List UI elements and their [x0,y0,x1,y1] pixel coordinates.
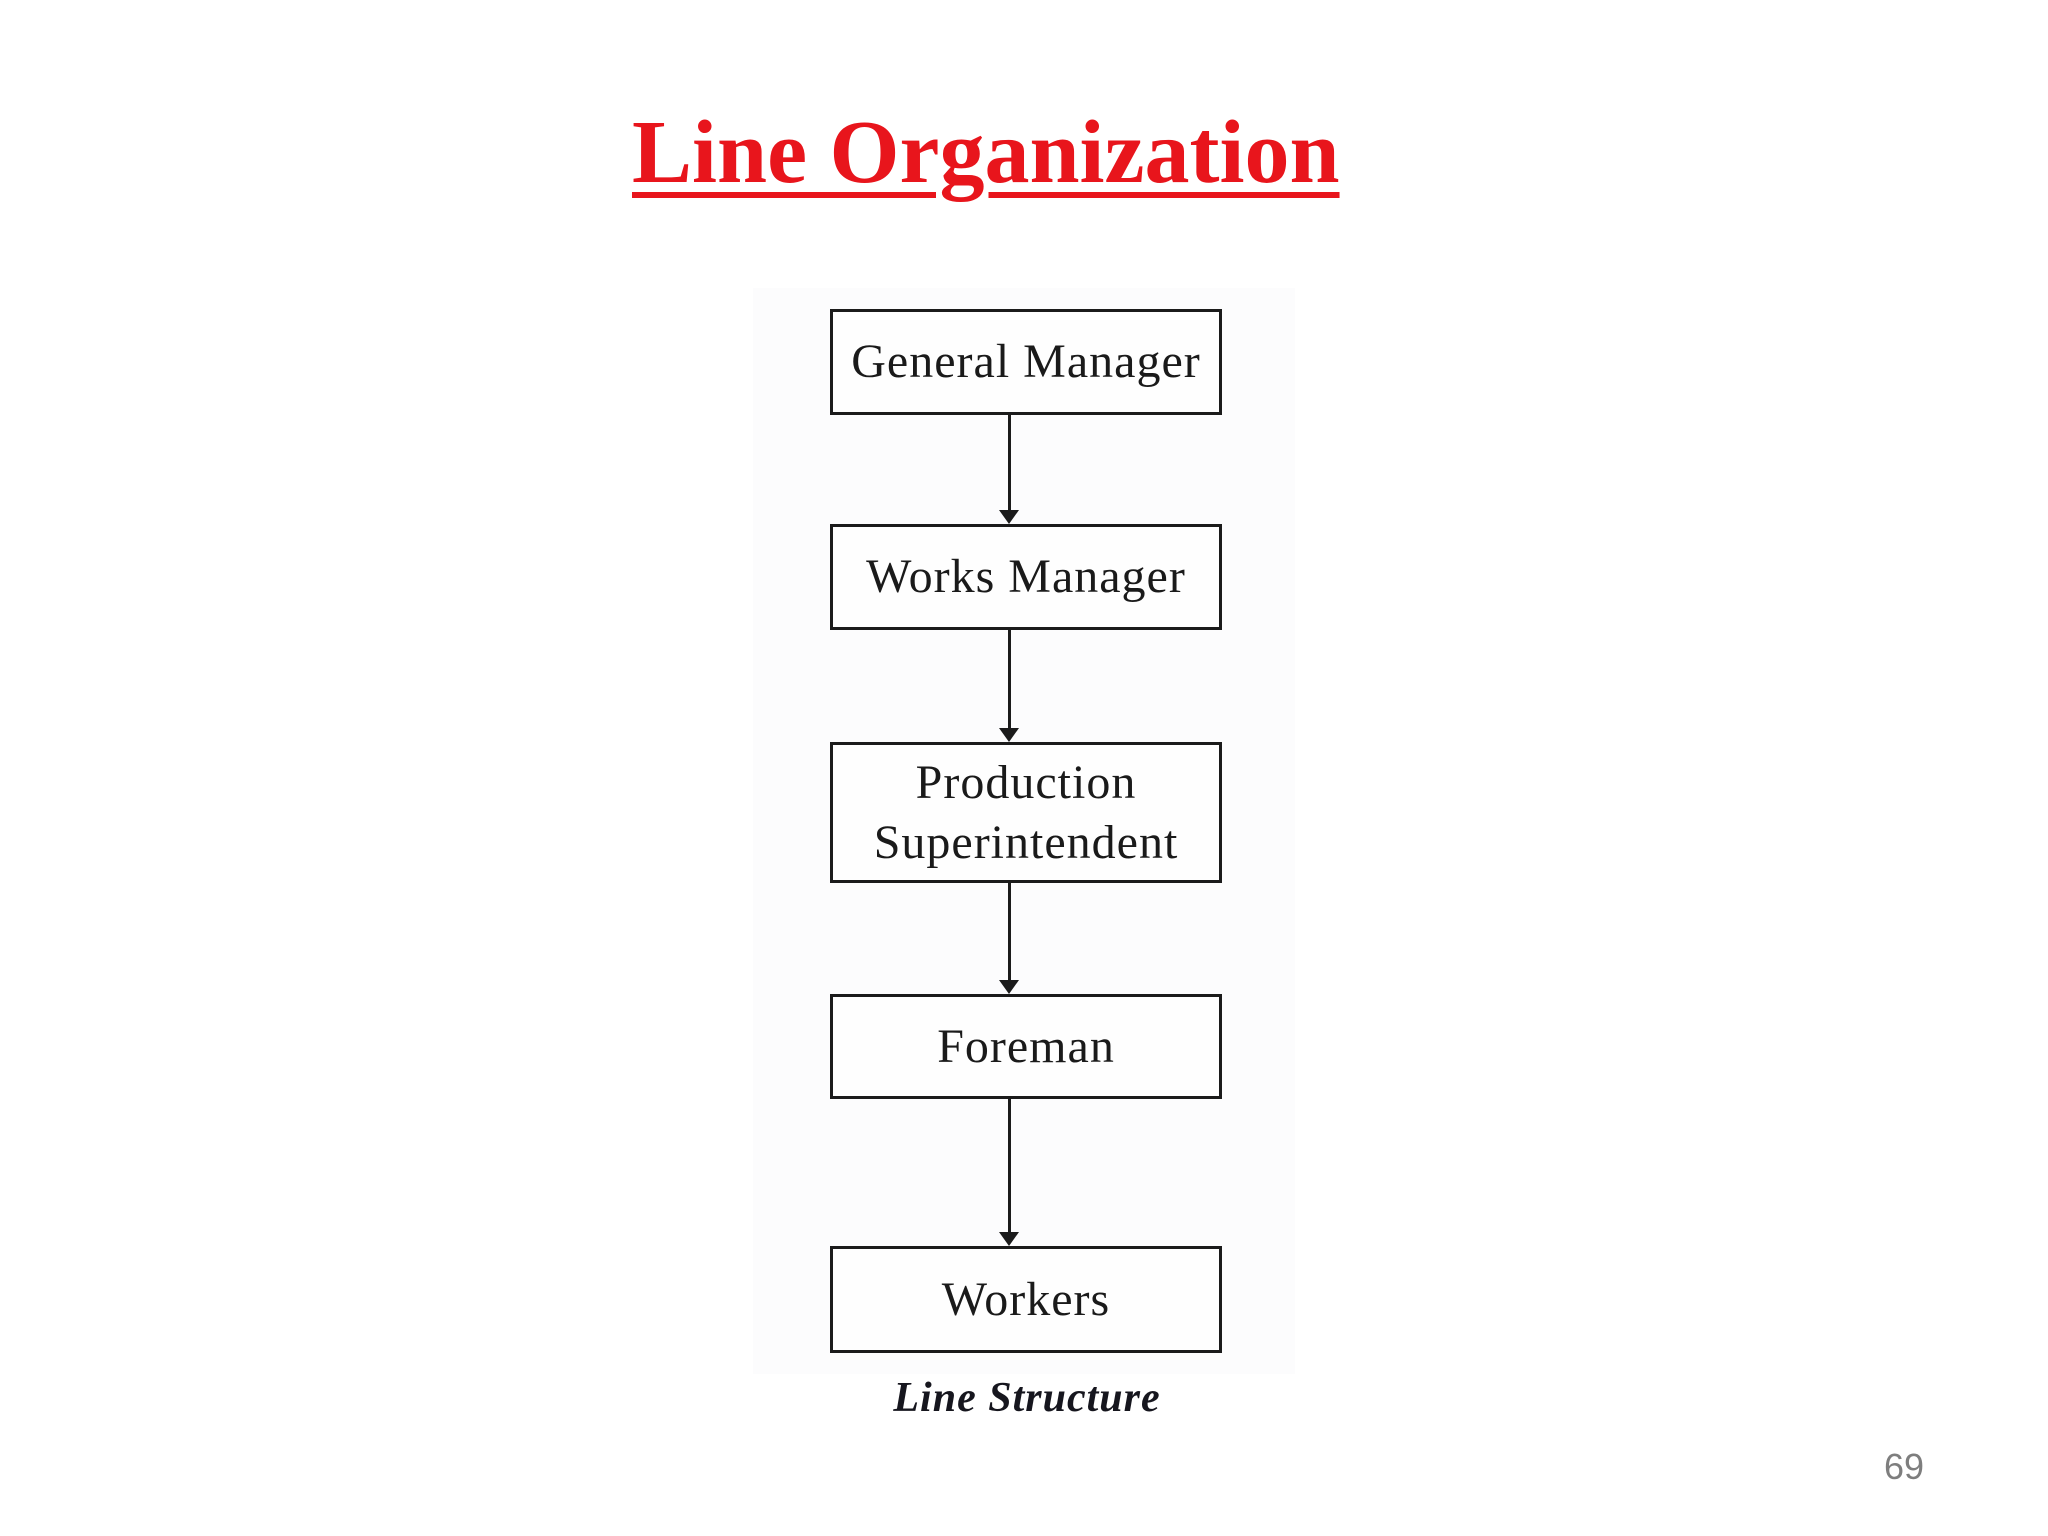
node-label: Foreman [937,1019,1115,1073]
node-foreman: Foreman [830,994,1222,1099]
diagram-caption: Line Structure [893,1375,1161,1421]
node-label: Workers [941,1272,1111,1326]
node-label: General Manager [851,335,1201,388]
arrow-foreman-to-workers [999,1099,1019,1246]
arrow-production-superintendent-to-foreman [999,883,1019,994]
arrow-down-icon [999,1232,1019,1246]
arrow-down-icon [999,510,1019,524]
node-label: Production Superintendent [873,755,1179,869]
arrow-shaft [1007,883,1011,982]
arrow-shaft [1007,415,1011,512]
arrow-down-icon [999,980,1019,994]
slide-title: Line Organization [632,103,1340,202]
node-works-manager: Works Manager [830,524,1222,630]
node-workers: Workers [830,1246,1222,1353]
node-label: Works Manager [866,550,1186,603]
arrow-down-icon [999,728,1019,742]
arrow-shaft [1007,1099,1011,1234]
arrow-shaft [1007,630,1011,730]
page-number: 69 [1884,1446,1925,1487]
node-general-manager: General Manager [830,309,1222,415]
arrow-general-manager-to-works-manager [999,415,1019,524]
node-production-superintendent: Production Superintendent [830,742,1222,883]
arrow-works-manager-to-production-superintendent [999,630,1019,742]
